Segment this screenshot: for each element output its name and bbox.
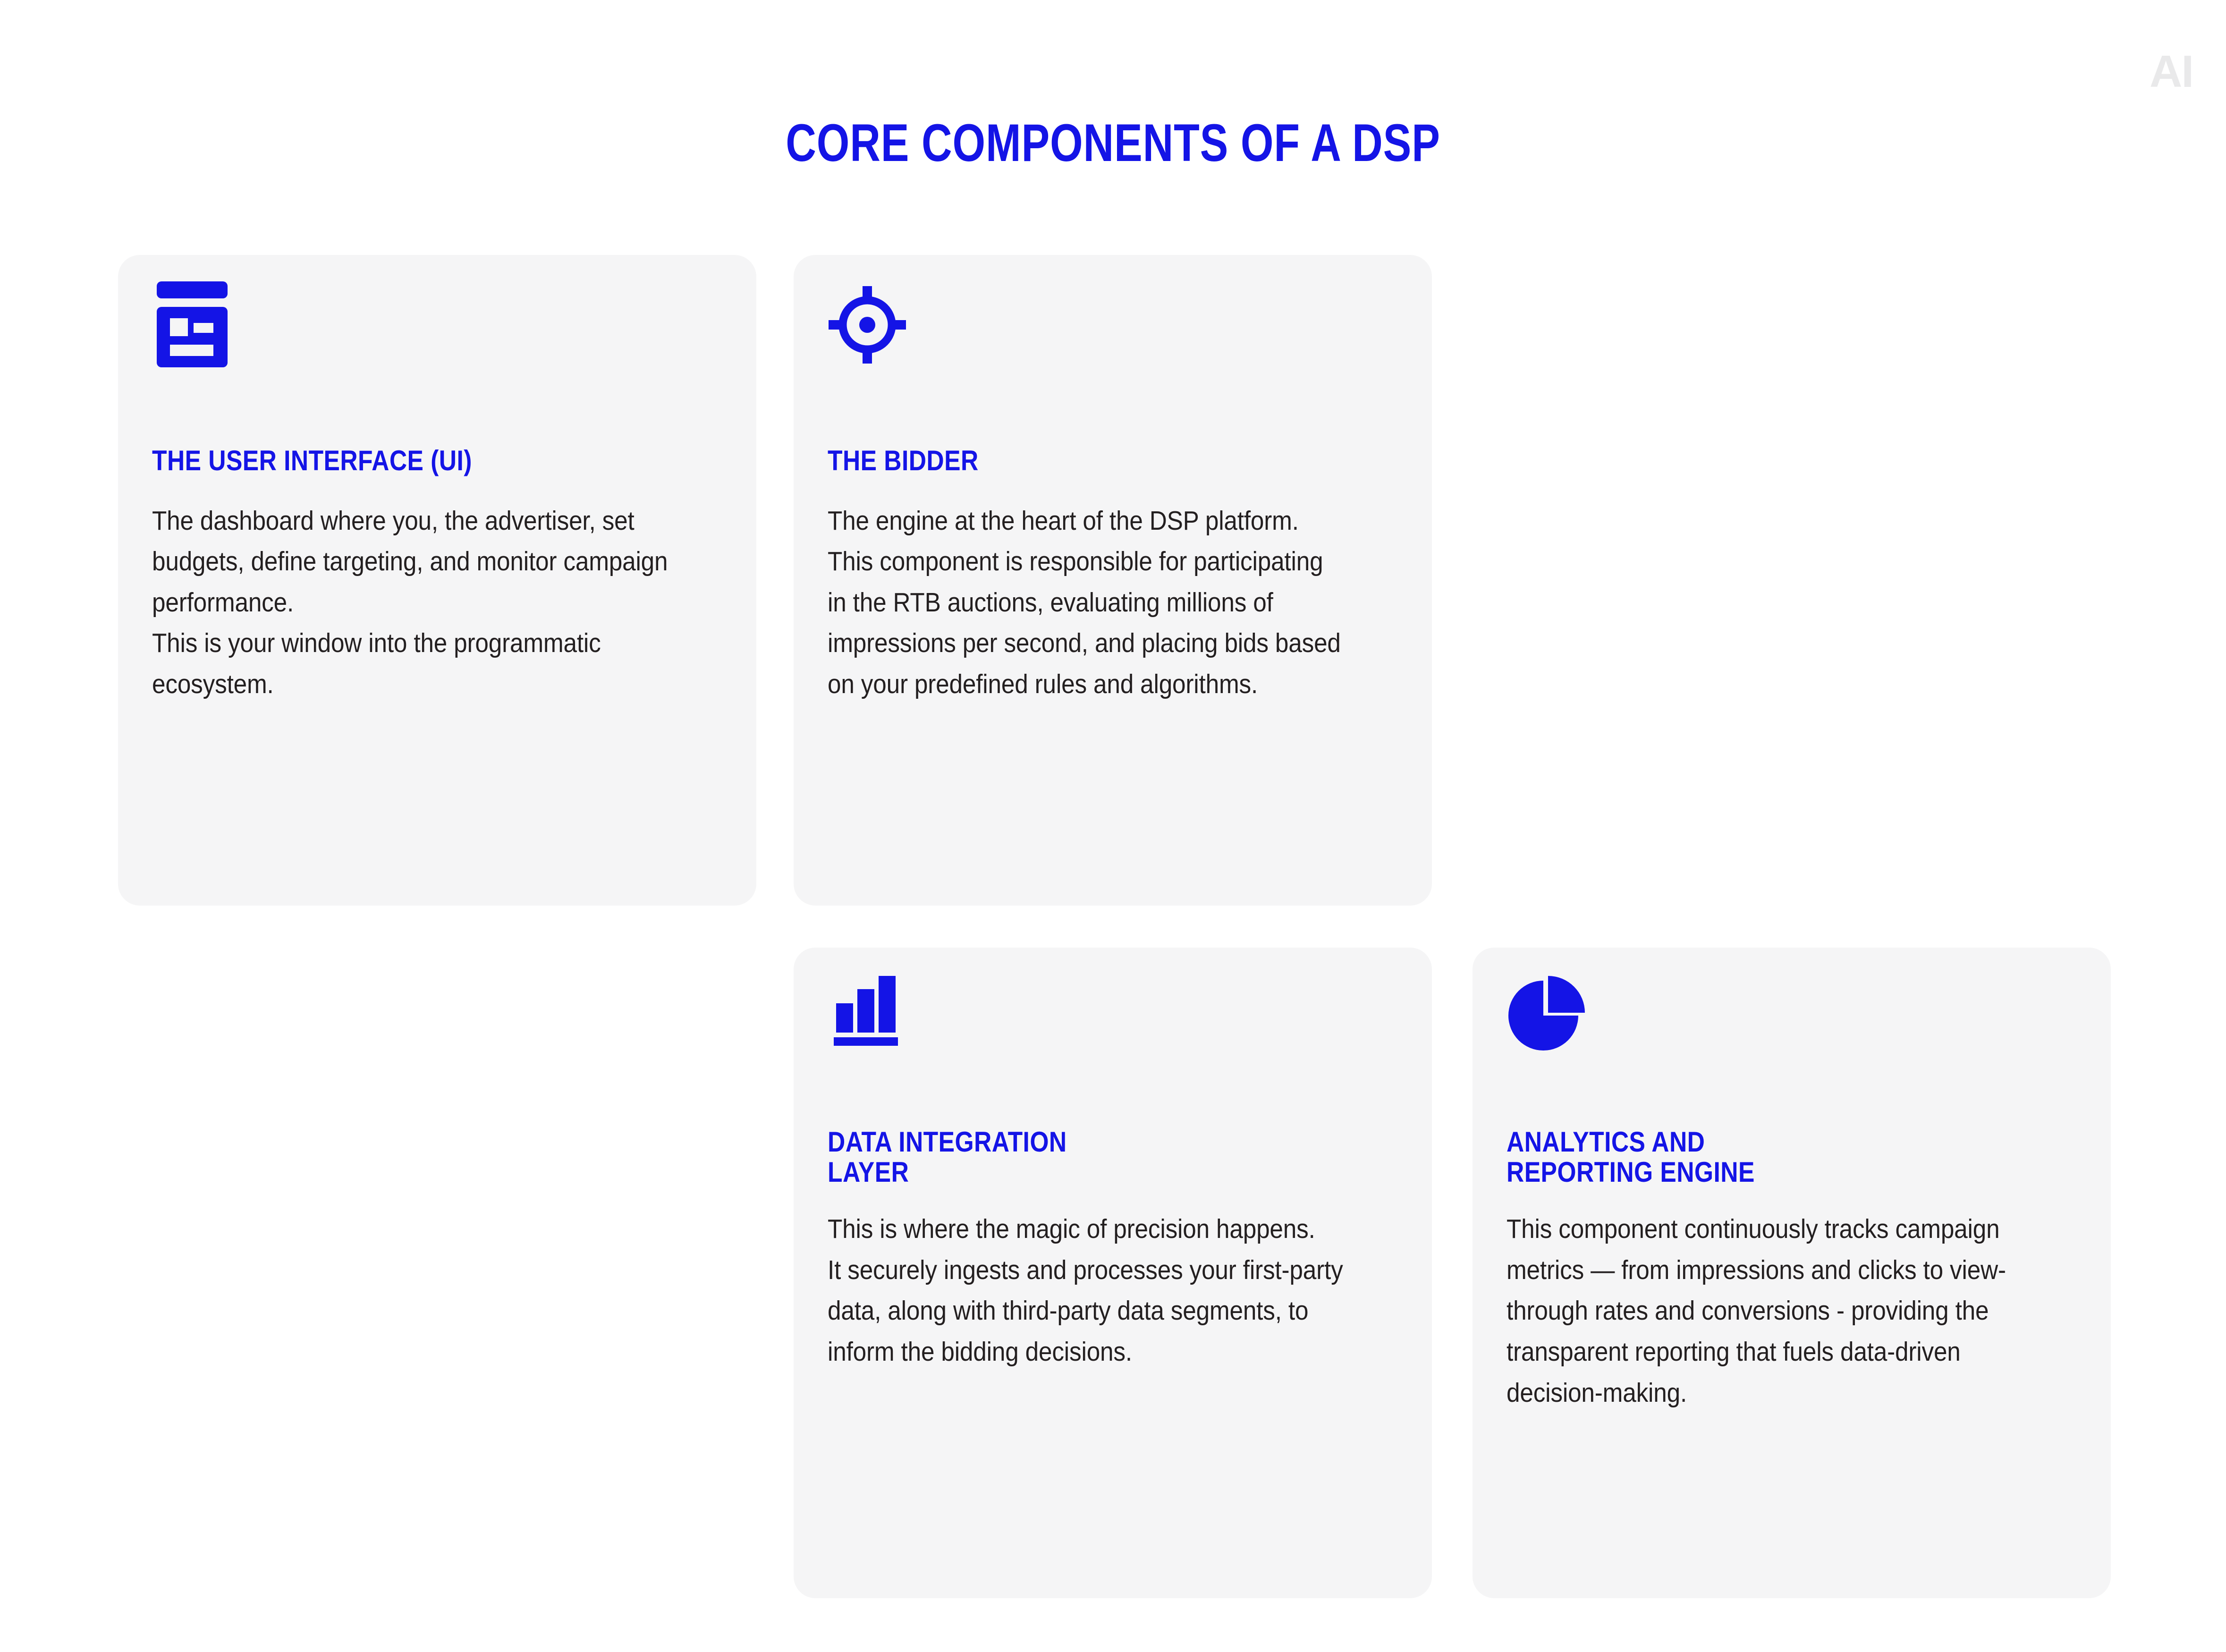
card-body-text: The dashboard where you, the advertiser,…	[152, 505, 668, 700]
card-body-text: This is where the magic of precision hap…	[828, 1214, 1343, 1367]
card-content: DATA INTEGRATION LAYER This is where the…	[828, 971, 1402, 1372]
card-content: ANALYTICS AND REPORTING ENGINE This comp…	[1507, 971, 2081, 1413]
bar-chart-icon	[828, 971, 1402, 1127]
target-crosshair-icon	[828, 280, 1402, 446]
card-content: THE USER INTERFACE (UI) The dashboard wh…	[152, 280, 726, 705]
card-analytics-reporting-engine: ANALYTICS AND REPORTING ENGINE This comp…	[1473, 948, 2111, 1598]
card-body-text: This component continuously tracks campa…	[1507, 1214, 2006, 1408]
card-heading: THE BIDDER	[828, 445, 979, 476]
pie-chart-icon	[1507, 971, 2081, 1127]
page-title: CORE COMPONENTS OF A DSP	[786, 113, 1440, 173]
dashboard-window-icon	[152, 280, 726, 446]
brand-watermark-ai: AI	[2150, 46, 2194, 97]
card-heading: ANALYTICS AND REPORTING ENGINE	[1507, 1126, 1755, 1188]
card-heading: THE USER INTERFACE (UI)	[152, 445, 472, 476]
card-bidder: THE BIDDER The engine at the heart of th…	[794, 255, 1432, 906]
card-heading: DATA INTEGRATION LAYER	[828, 1126, 1067, 1188]
card-user-interface: THE USER INTERFACE (UI) The dashboard wh…	[118, 255, 756, 906]
card-data-integration-layer: DATA INTEGRATION LAYER This is where the…	[794, 948, 1432, 1598]
card-body-text: The engine at the heart of the DSP platf…	[828, 505, 1341, 700]
card-content: THE BIDDER The engine at the heart of th…	[828, 280, 1402, 705]
